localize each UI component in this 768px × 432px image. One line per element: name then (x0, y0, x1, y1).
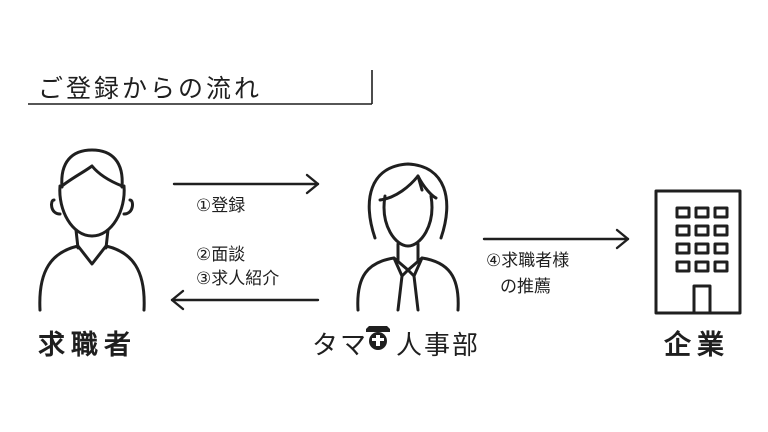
step-register-label: ①登録 (196, 196, 246, 216)
brand-name-part2: 人事部 (396, 331, 481, 361)
brand-name-part1: タマ (312, 331, 369, 361)
building-icon (654, 189, 742, 315)
job-seeker-person-icon (38, 148, 146, 312)
step-recommend-label-line1: ④求職者様 (486, 251, 570, 271)
arrow-register (172, 173, 320, 195)
page-title: ご登録からの流れ (38, 74, 263, 103)
title-frame (28, 70, 373, 105)
arrow-introduce (170, 289, 320, 311)
brand-logo-icon (366, 326, 390, 350)
step-interview-label: ②面談 (196, 245, 246, 265)
staff-person-icon (356, 162, 460, 312)
company-label: 企業 (664, 330, 730, 361)
step-job-intro-label: ③求人紹介 (196, 269, 280, 289)
step-recommend-label-line2: の推薦 (500, 277, 551, 297)
job-seeker-label: 求職者 (38, 330, 137, 361)
arrow-recommend (482, 228, 630, 250)
